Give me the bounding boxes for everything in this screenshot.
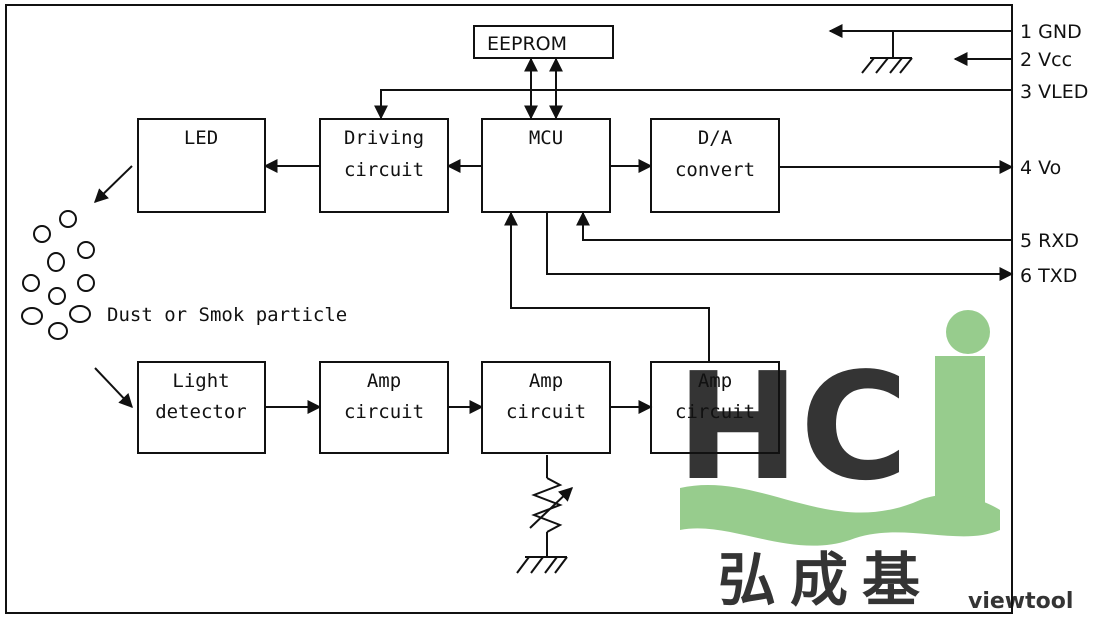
- wire-txd: [546, 212, 1014, 281]
- amp1-label-1: Amp: [367, 370, 401, 392]
- watermark-logo-j-dot: [946, 310, 990, 354]
- amp3-label-2: circuit: [675, 401, 755, 423]
- light-label-2: detector: [155, 401, 247, 423]
- pin-6-label: 6 TXD: [1020, 265, 1077, 287]
- watermark-logo-j-stem: [935, 356, 985, 506]
- da-label-2: convert: [675, 159, 755, 181]
- watermark-logo-wave: [680, 484, 1000, 546]
- amp2-label-2: circuit: [506, 401, 586, 423]
- wire-vled: [374, 89, 1012, 120]
- pin-labels: 1 GND 2 Vcc 3 VLED 4 Vo 5 RXD 6 TXD: [1020, 21, 1088, 287]
- amp3-label-1: Amp: [698, 370, 732, 392]
- watermark-logo: HC 弘成基 viewtool: [676, 310, 1073, 614]
- light-detector-block: Light detector: [137, 361, 266, 454]
- wire-rxd: [576, 211, 1012, 241]
- watermark-company-cn: 弘成基: [718, 546, 934, 614]
- wire-amp-feedback: [504, 211, 710, 362]
- pin-5-label: 5 RXD: [1020, 230, 1079, 252]
- amp-circuit-block-3: Amp circuit: [650, 361, 780, 454]
- arrow-particles-to-detector: [94, 367, 133, 409]
- driving-label-1: Driving: [344, 127, 424, 149]
- mcu-label: MCU: [529, 127, 563, 149]
- driving-label-2: circuit: [344, 159, 424, 181]
- ground-symbol-gnd: [861, 31, 913, 74]
- dust-particles-illustration: [21, 210, 95, 340]
- driving-circuit-block: Driving circuit: [319, 118, 449, 213]
- pin-1-label: 1 GND: [1020, 21, 1082, 43]
- watermark-site: viewtool: [968, 589, 1073, 614]
- amp1-label-2: circuit: [344, 401, 424, 423]
- variable-resistor-symbol: [516, 455, 574, 574]
- watermark-logo-hc: HC: [676, 341, 908, 513]
- pin-4-label: 4 Vo: [1020, 157, 1061, 179]
- eeprom-label: EEPROM: [487, 33, 567, 55]
- amp-circuit-block-2: Amp circuit: [481, 361, 611, 454]
- eeprom-block: EEPROM: [473, 25, 614, 59]
- da-convert-block: D/A convert: [650, 118, 780, 213]
- arrow-led-to-particles: [93, 165, 133, 203]
- pin-2-label: 2 Vcc: [1020, 49, 1072, 71]
- amp-circuit-block-1: Amp circuit: [319, 361, 449, 454]
- mcu-block: MCU: [481, 118, 611, 213]
- light-label-1: Light: [172, 370, 229, 392]
- module-outline: [5, 4, 1013, 614]
- da-label-1: D/A: [698, 127, 733, 149]
- led-label: LED: [184, 127, 218, 149]
- pin-3-label: 3 VLED: [1020, 81, 1088, 103]
- led-block: LED: [137, 118, 266, 213]
- particle-label: Dust or Smok particle: [107, 304, 347, 326]
- amp2-label-1: Amp: [529, 370, 563, 392]
